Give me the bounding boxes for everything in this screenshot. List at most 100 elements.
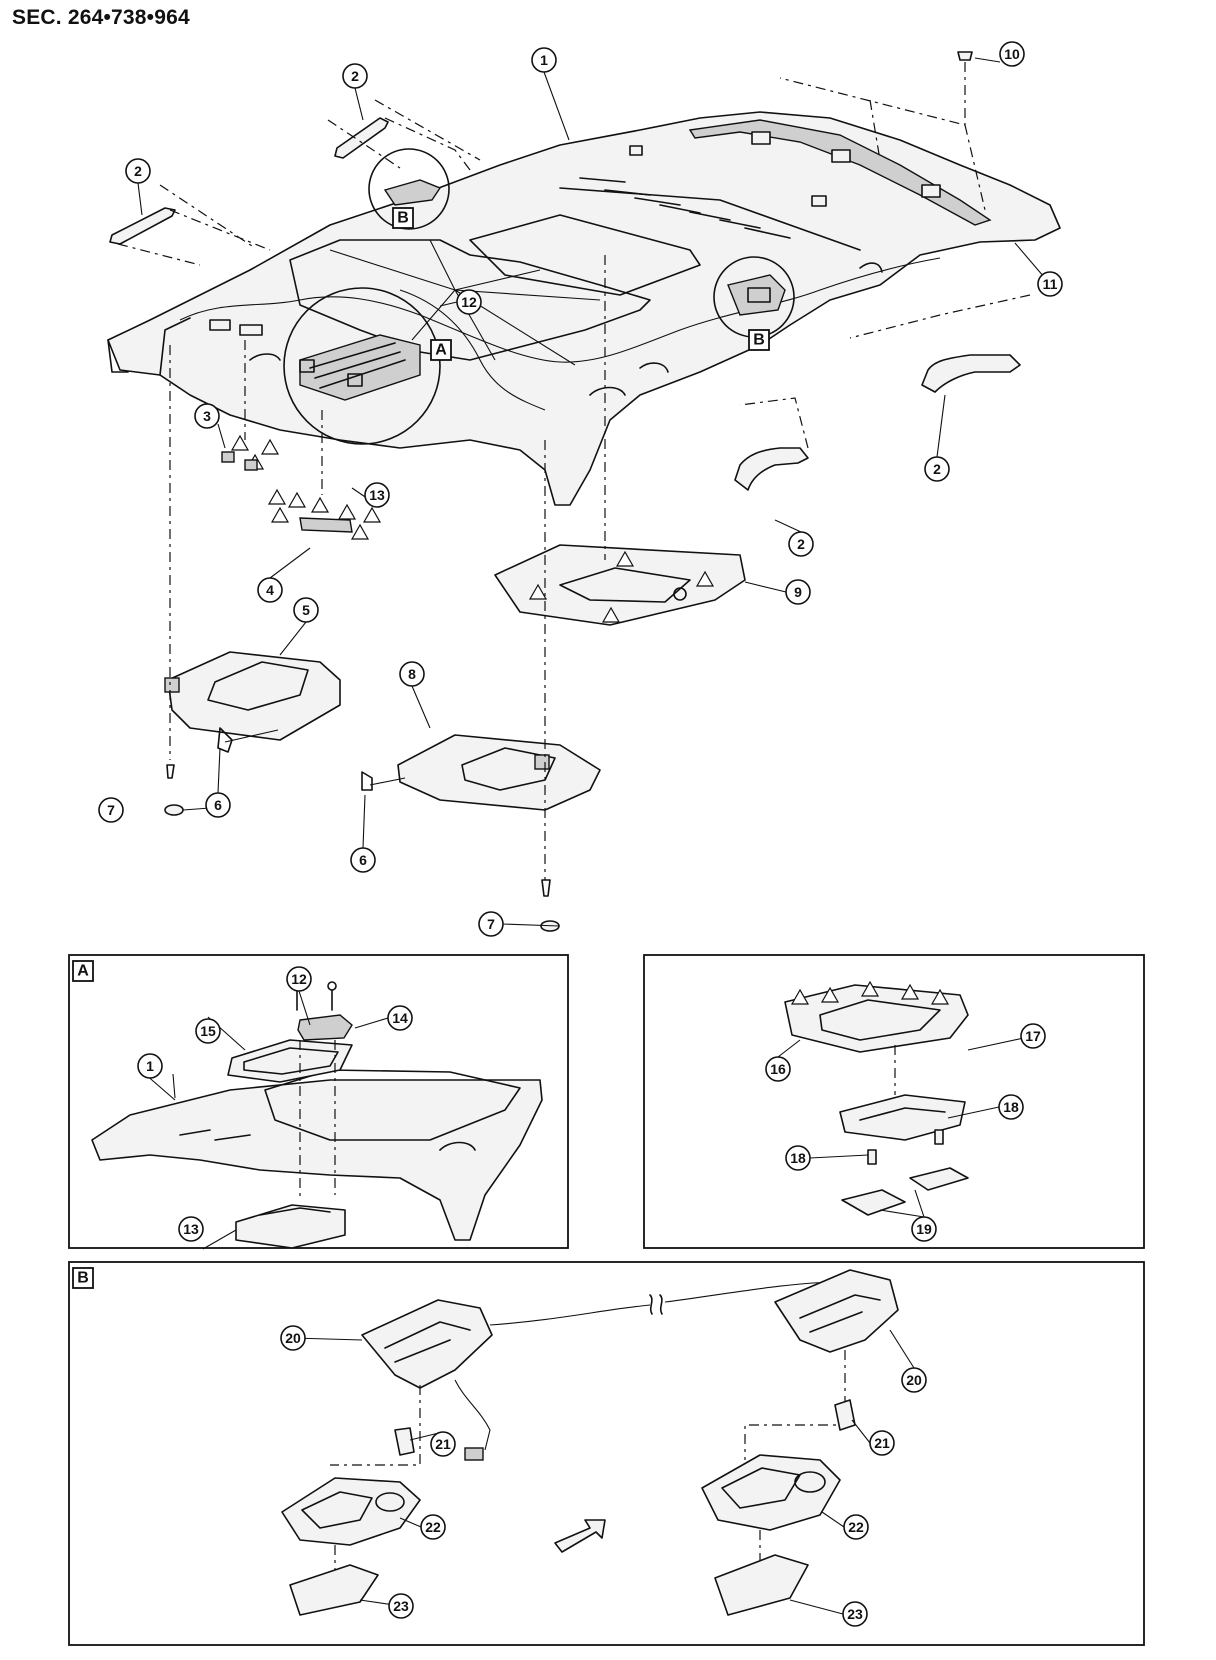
- callout-1: 1: [137, 1053, 163, 1079]
- clip-group-4: [267, 410, 382, 540]
- svg-text:17: 17: [1025, 1028, 1041, 1044]
- callout-12: 12: [286, 966, 312, 992]
- svg-text:B: B: [77, 1270, 89, 1287]
- svg-text:22: 22: [848, 1519, 864, 1535]
- svg-text:21: 21: [435, 1436, 451, 1452]
- svg-text:2: 2: [933, 461, 941, 477]
- callout-6: 6: [350, 847, 376, 873]
- svg-text:4: 4: [266, 582, 274, 598]
- svg-text:7: 7: [487, 916, 495, 932]
- section-code: SEC. 264•738•964: [12, 6, 190, 29]
- callout-23: 23: [388, 1593, 414, 1619]
- callout-1: 1: [531, 47, 557, 73]
- svg-text:2: 2: [351, 68, 359, 84]
- svg-text:3: 3: [203, 408, 211, 424]
- svg-text:2: 2: [797, 536, 805, 552]
- svg-text:B: B: [397, 210, 409, 227]
- svg-text:22: 22: [425, 1519, 441, 1535]
- svg-text:11: 11: [1043, 276, 1058, 292]
- svg-text:7: 7: [107, 802, 115, 818]
- callout-11: 11: [1037, 271, 1063, 297]
- callout-14: 14: [387, 1005, 413, 1031]
- svg-text:15: 15: [200, 1023, 216, 1039]
- sun-visor-left: [164, 345, 341, 816]
- console-panel: [494, 255, 746, 626]
- detail-map-lamp-frame: [643, 954, 1145, 1249]
- detail-circle-a: [283, 287, 441, 445]
- callout-6: 6: [205, 792, 231, 818]
- assist-grip-rear: [734, 294, 1031, 491]
- detail-a-label: A: [72, 960, 94, 982]
- detail-b-drawing: [281, 1269, 899, 1616]
- svg-text:10: 10: [1004, 46, 1020, 62]
- detail-b-frame: [68, 1261, 1145, 1646]
- svg-text:14: 14: [392, 1010, 408, 1026]
- clip-10: [779, 51, 986, 211]
- svg-text:A: A: [77, 963, 89, 980]
- callout-21: 21: [869, 1430, 895, 1456]
- svg-text:13: 13: [183, 1221, 199, 1237]
- detail-map-lamp-drawing: [784, 980, 969, 1216]
- svg-text:20: 20: [906, 1372, 922, 1388]
- callout-23: 23: [842, 1601, 868, 1627]
- svg-text:23: 23: [847, 1606, 863, 1622]
- callout-9: 9: [785, 579, 811, 605]
- callout-4: 4: [257, 577, 283, 603]
- front-direction-arrow: [554, 1519, 606, 1553]
- svg-text:B: B: [753, 332, 765, 349]
- svg-text:1: 1: [146, 1058, 154, 1074]
- assist-grip-front-left: [109, 99, 481, 266]
- callout-5: 5: [293, 597, 319, 623]
- svg-text:21: 21: [874, 1435, 890, 1451]
- svg-text:16: 16: [770, 1061, 786, 1077]
- detail-a-drawing: [91, 981, 543, 1249]
- detail-b-marker-left: B: [392, 207, 414, 229]
- callout-2: 2: [342, 63, 368, 89]
- detail-circle-b-right: [713, 256, 795, 338]
- callout-leaders: [137, 57, 1051, 1615]
- callout-10: 10: [999, 41, 1025, 67]
- svg-text:19: 19: [916, 1221, 932, 1237]
- callout-13: 13: [178, 1216, 204, 1242]
- svg-text:12: 12: [461, 294, 477, 310]
- callout-20: 20: [280, 1325, 306, 1351]
- detail-b-label: B: [72, 1267, 94, 1289]
- callout-22: 22: [420, 1514, 446, 1540]
- svg-text:9: 9: [794, 584, 802, 600]
- callout-8: 8: [399, 661, 425, 687]
- callout-21: 21: [430, 1431, 456, 1457]
- callout-15: 15: [195, 1018, 221, 1044]
- svg-text:5: 5: [302, 602, 310, 618]
- svg-text:18: 18: [1003, 1099, 1019, 1115]
- clip-group-3: [221, 340, 280, 471]
- leader-12: [329, 239, 601, 366]
- callout-18: 18: [785, 1145, 811, 1171]
- svg-text:18: 18: [790, 1150, 806, 1166]
- svg-text:8: 8: [408, 666, 416, 682]
- svg-text:23: 23: [393, 1598, 409, 1614]
- callout-13: 13: [364, 482, 390, 508]
- svg-text:12: 12: [291, 971, 307, 987]
- callout-2: 2: [125, 158, 151, 184]
- callout-20: 20: [901, 1367, 927, 1393]
- svg-text:A: A: [435, 342, 447, 359]
- svg-text:20: 20: [285, 1330, 301, 1346]
- callout-17: 17: [1020, 1023, 1046, 1049]
- detail-circle-b-left: [368, 148, 450, 230]
- callout-3: 3: [194, 403, 220, 429]
- headliner-panel: [107, 111, 1061, 506]
- detail-a-marker: A: [430, 339, 452, 361]
- detail-a-frame: [68, 954, 569, 1249]
- callout-2: 2: [924, 456, 950, 482]
- callout-22: 22: [843, 1514, 869, 1540]
- callout-18: 18: [998, 1094, 1024, 1120]
- svg-text:2: 2: [134, 163, 142, 179]
- callout-7: 7: [98, 797, 124, 823]
- callout-19: 19: [911, 1216, 937, 1242]
- svg-text:6: 6: [359, 852, 367, 868]
- sun-visor-right: [224, 440, 601, 932]
- callout-2: 2: [788, 531, 814, 557]
- callout-7: 7: [478, 911, 504, 937]
- callout-12: 12: [456, 289, 482, 315]
